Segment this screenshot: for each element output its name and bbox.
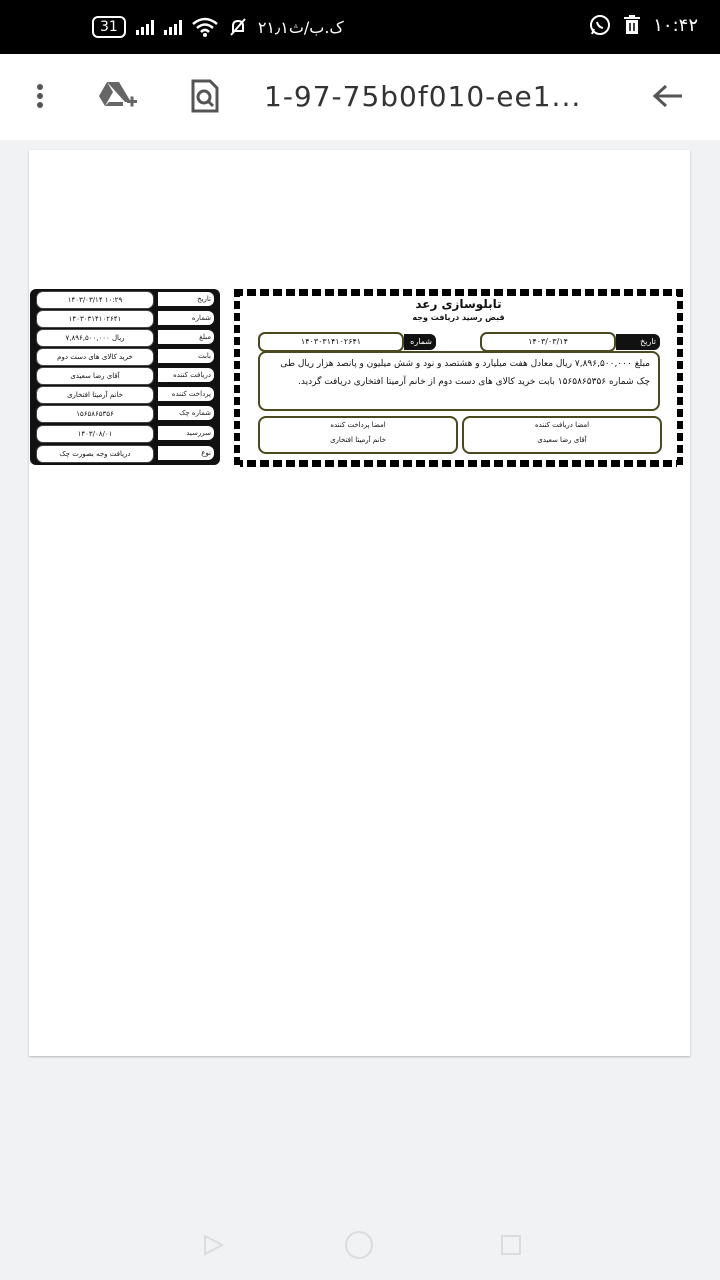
stub-value: خانم آرمیتا افتخاری bbox=[36, 386, 154, 404]
find-in-page-icon[interactable] bbox=[183, 74, 227, 118]
stub-value: ۱۴۰۳/۰۸/۰۱ bbox=[36, 425, 154, 443]
back-arrow-icon[interactable] bbox=[646, 74, 690, 118]
stub-row-type: دریافت وجه بصورت چک نوع bbox=[34, 445, 216, 463]
stub-row-number: ۱۴۰۳۰۳۱۴۱۰۲۶۴۱ شماره bbox=[34, 310, 216, 328]
stub-label: سررسید bbox=[158, 426, 214, 440]
status-left: 31 ۲۱٫۱ک.ب/ث bbox=[92, 14, 344, 40]
stub-row-amount: ۷,۸۹۶,۵۰۰,۰۰۰ ریال مبلغ bbox=[34, 329, 216, 347]
receipt-stub: ۱۴۰۳/۰۳/۱۴ ۱۰:۲۹ تاریخ ۱۴۰۳۰۳۱۴۱۰۲۶۴۱ شم… bbox=[30, 289, 220, 465]
stub-label: تاریخ bbox=[158, 292, 214, 306]
film-border-top bbox=[234, 289, 683, 296]
whatsapp-icon bbox=[590, 15, 611, 35]
stub-value: آقای رضا سعیدی bbox=[36, 367, 154, 385]
wifi-icon bbox=[192, 17, 218, 37]
nav-home-icon[interactable] bbox=[344, 1230, 374, 1260]
company-name: تابلوسازی رعد bbox=[415, 297, 502, 311]
stub-row-cheque-number: ۱۵۶۵۸۶۵۳۵۶ شماره چک bbox=[34, 405, 216, 423]
film-border-bottom bbox=[234, 460, 683, 467]
film-border-left bbox=[234, 289, 240, 467]
mute-notification-icon bbox=[230, 18, 246, 36]
stub-row-receiver: آقای رضا سعیدی دریافت کننده bbox=[34, 367, 216, 385]
stub-value: دریافت وجه بصورت چک bbox=[36, 445, 154, 463]
stub-value: ۷,۸۹۶,۵۰۰,۰۰۰ ریال bbox=[36, 329, 154, 347]
stub-value: خرید کالای های دست دوم bbox=[36, 348, 154, 366]
receiver-sign-label: امضا دریافت کننده bbox=[534, 421, 590, 429]
signal-icon bbox=[135, 19, 154, 35]
stub-label: مبلغ bbox=[158, 330, 214, 344]
document-title: 1-97-75b0f010-ee1... bbox=[264, 80, 582, 113]
stub-label: بابت bbox=[158, 349, 214, 363]
stub-row-payer: خانم آرمیتا افتخاری پرداخت کننده bbox=[34, 386, 216, 404]
stub-row-due-date: ۱۴۰۳/۰۸/۰۱ سررسید bbox=[34, 425, 216, 443]
clock: ۱۰:۴۲ bbox=[653, 14, 698, 36]
payer-signature-box: امضا پرداخت کننده خانم آرمیتا افتخاری bbox=[258, 416, 458, 454]
add-to-drive-icon[interactable] bbox=[96, 74, 140, 118]
nav-recents-icon[interactable] bbox=[496, 1230, 526, 1260]
date-label: تاریخ bbox=[616, 334, 660, 350]
nav-back-icon[interactable] bbox=[198, 1230, 228, 1260]
stub-value: ۱۴۰۳۰۳۱۴۱۰۲۶۴۱ bbox=[36, 310, 154, 328]
receipt-subtitle: قبض رسید دریافت وجه bbox=[412, 313, 505, 322]
app-toolbar: 1-97-75b0f010-ee1... bbox=[0, 54, 720, 141]
receiver-name: آقای رضا سعیدی bbox=[537, 436, 587, 444]
receiver-signature-box: امضا دریافت کننده آقای رضا سعیدی bbox=[462, 416, 662, 454]
status-bar: 31 ۲۱٫۱ک.ب/ث ۱۰:۴۲ bbox=[0, 0, 720, 54]
stub-label: شماره چک bbox=[158, 406, 214, 420]
document-page[interactable] bbox=[29, 150, 690, 1056]
number-label: شماره bbox=[404, 334, 436, 350]
more-vert-icon[interactable] bbox=[18, 74, 62, 118]
stub-label: شماره bbox=[158, 311, 214, 325]
battery-indicator: 31 bbox=[92, 16, 126, 38]
stub-value: ۱۴۰۳/۰۳/۱۴ ۱۰:۲۹ bbox=[36, 291, 154, 309]
number-value: ۱۴۰۳۰۳۱۴۱۰۲۶۴۱ bbox=[258, 332, 404, 352]
stub-label: نوع bbox=[158, 446, 214, 460]
trash-icon bbox=[624, 15, 641, 34]
stub-row-for: خرید کالای های دست دوم بابت bbox=[34, 348, 216, 366]
payer-name: خانم آرمیتا افتخاری bbox=[330, 436, 386, 444]
film-border-right bbox=[677, 289, 683, 467]
receipt-body: مبلغ ۷,۸۹۶,۵۰۰,۰۰۰ ریال معادل هفت میلیار… bbox=[258, 351, 660, 411]
stub-label: دریافت کننده bbox=[158, 368, 214, 382]
network-speed: ۲۱٫۱ک.ب/ث bbox=[257, 17, 344, 37]
payer-sign-label: امضا پرداخت کننده bbox=[330, 421, 386, 429]
receipt-card: تابلوسازی رعد قبض رسید دریافت وجه ۱۴۰۳/۰… bbox=[234, 289, 683, 467]
stub-row-date: ۱۴۰۳/۰۳/۱۴ ۱۰:۲۹ تاریخ bbox=[34, 291, 216, 309]
signal-icon-2 bbox=[163, 19, 182, 35]
stub-value: ۱۵۶۵۸۶۵۳۵۶ bbox=[36, 405, 154, 423]
status-right: ۱۰:۴۲ bbox=[589, 14, 698, 36]
stub-label: پرداخت کننده bbox=[158, 387, 214, 401]
date-value: ۱۴۰۳/۰۳/۱۴ bbox=[480, 332, 616, 352]
